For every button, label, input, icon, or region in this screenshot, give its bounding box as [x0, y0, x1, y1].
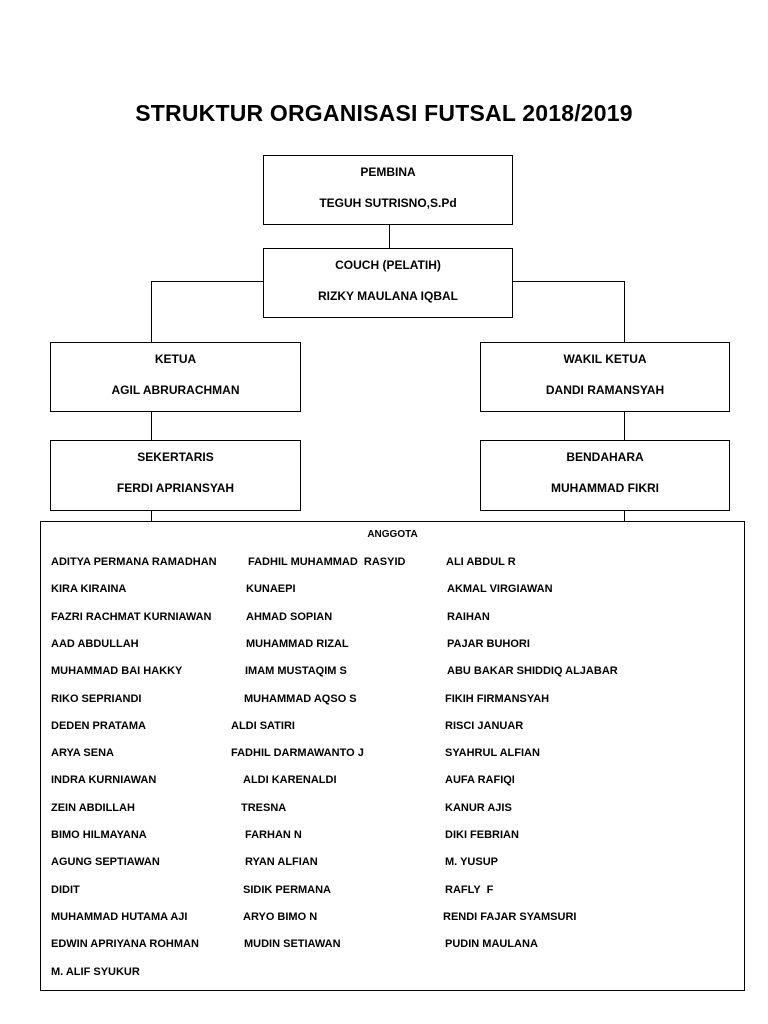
connector-wakil-bendahara	[624, 411, 625, 441]
anggota-member: RYAN ALFIAN	[245, 856, 318, 869]
sekertaris-role: SEKERTARIS	[137, 450, 214, 464]
anggota-member: FIKIH FIRMANSYAH	[445, 692, 550, 705]
pembina-box: PEMBINA TEGUH SUTRISNO,S.Pd	[263, 155, 513, 225]
anggota-member: MUHAMMAD HUTAMA AJI	[51, 910, 188, 923]
connector-pembina-coach	[389, 224, 390, 249]
connector-ketua-sekertaris	[151, 411, 152, 441]
anggota-member: TRESNA	[241, 801, 287, 814]
ketua-name: AGIL ABRURACHMAN	[111, 383, 240, 397]
anggota-member: FADHIL MUHAMMAD RASYID	[248, 556, 406, 568]
anggota-member: AAD ABDULLAH	[51, 637, 139, 650]
anggota-member: KANUR AJIS	[445, 801, 512, 814]
coach-name: RIZKY MAULANA IQBAL	[318, 289, 458, 303]
anggota-member: FARHAN N	[245, 829, 302, 841]
anggota-member: FADHIL DARMAWANTO J	[231, 747, 364, 760]
anggota-member: ALDI KARENALDI	[243, 774, 337, 787]
anggota-member: ADITYA PERMANA RAMADHAN	[51, 556, 217, 568]
coach-role: COUCH (PELATIH)	[335, 258, 441, 272]
anggota-member: DIKI FEBRIAN	[445, 829, 519, 841]
wakil-ketua-name: DANDI RAMANSYAH	[545, 383, 665, 397]
anggota-member: PUDIN MAULANA	[445, 938, 538, 951]
anggota-member: DIDIT	[51, 883, 80, 896]
anggota-member: RISCI JANUAR	[445, 719, 524, 732]
connector-coach-right-horizontal	[512, 281, 625, 282]
ketua-role: KETUA	[154, 352, 197, 366]
anggota-member: ABU BAKAR SHIDDIQ ALJABAR	[447, 665, 618, 678]
anggota-title: ANGGOTA	[367, 529, 418, 540]
connector-coach-left-vertical	[151, 281, 152, 343]
anggota-member: MUDIN SETIAWAN	[244, 938, 341, 951]
sekertaris-name: FERDI APRIANSYAH	[116, 481, 235, 495]
anggota-member: ARYO BIMO N	[243, 910, 318, 923]
wakil-ketua-role: WAKIL KETUA	[563, 352, 647, 366]
anggota-member: MUHAMMAD AQSO S	[244, 692, 357, 705]
page-title: STRUKTUR ORGANISASI FUTSAL 2018/2019	[135, 100, 633, 126]
anggota-member: ZEIN ABDILLAH	[51, 801, 135, 814]
bendahara-name: MUHAMMAD FIKRI	[551, 481, 659, 495]
wakil-ketua-box: WAKIL KETUA DANDI RAMANSYAH	[480, 342, 730, 412]
anggota-member: ALDI SATIRI	[231, 719, 295, 732]
connector-coach-right-vertical	[624, 281, 625, 343]
anggota-member: ALI ABDUL R	[446, 556, 516, 568]
pembina-role: PEMBINA	[360, 165, 416, 179]
anggota-member: MUHAMMAD RIZAL	[246, 637, 349, 650]
anggota-member: MUHAMMAD BAI HAKKY	[51, 665, 183, 678]
connector-coach-left-horizontal	[151, 281, 263, 282]
anggota-member: SYAHRUL ALFIAN	[445, 747, 540, 760]
connector-sekertaris-anggota	[151, 510, 152, 522]
anggota-member: M. ALIF SYUKUR	[51, 965, 140, 978]
bendahara-role: BENDAHARA	[566, 450, 644, 464]
anggota-member: AUFA RAFIQI	[445, 774, 515, 787]
connector-bendahara-anggota	[624, 510, 625, 522]
anggota-box: ANGGOTA ADITYA PERMANA RAMADHAN KIRA KIRA…	[40, 521, 745, 991]
anggota-member: M. YUSUP	[445, 856, 498, 869]
anggota-member: KUNAEPI	[246, 583, 296, 596]
anggota-member: RAFLY F	[445, 883, 494, 896]
anggota-member: EDWIN APRIYANA ROHMAN	[51, 938, 199, 951]
anggota-member: PAJAR BUHORI	[447, 637, 530, 650]
anggota-member: AHMAD SOPIAN	[246, 610, 333, 623]
anggota-member: DEDEN PRATAMA	[51, 719, 146, 732]
pembina-name: TEGUH SUTRISNO,S.Pd	[319, 196, 457, 210]
bendahara-box: BENDAHARA MUHAMMAD FIKRI	[480, 440, 730, 511]
ketua-box: KETUA AGIL ABRURACHMAN	[50, 342, 301, 412]
anggota-member: FAZRI RACHMAT KURNIAWAN	[51, 610, 212, 623]
sekertaris-box: SEKERTARIS FERDI APRIANSYAH	[50, 440, 301, 511]
anggota-member: AGUNG SEPTIAWAN	[51, 856, 160, 869]
coach-box: COUCH (PELATIH) RIZKY MAULANA IQBAL	[263, 248, 513, 318]
anggota-member: RIKO SEPRIANDI	[51, 692, 142, 705]
anggota-member: IMAM MUSTAQIM S	[245, 665, 347, 678]
anggota-member: BIMO HILMAYANA	[51, 829, 147, 841]
anggota-member: RAIHAN	[447, 610, 490, 623]
anggota-member: INDRA KURNIAWAN	[51, 774, 157, 787]
anggota-member: RENDI FAJAR SYAMSURI	[443, 910, 577, 923]
anggota-member: KIRA KIRAINA	[51, 583, 127, 596]
anggota-member: ARYA SENA	[51, 747, 114, 760]
anggota-member: SIDIK PERMANA	[243, 883, 332, 896]
anggota-member: AKMAL VIRGIAWAN	[447, 583, 553, 596]
